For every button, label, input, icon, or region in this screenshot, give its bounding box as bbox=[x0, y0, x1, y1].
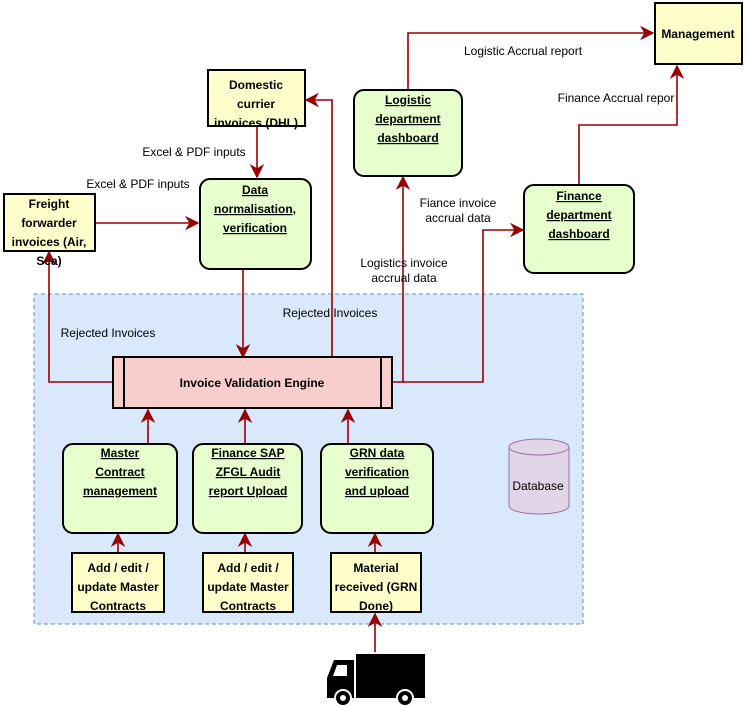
text-line: department bbox=[546, 208, 611, 222]
truck-icon bbox=[327, 654, 425, 707]
text-line: Done) bbox=[359, 599, 393, 613]
freight-forwarder-box bbox=[3, 193, 96, 252]
text-line: forwarder bbox=[21, 216, 77, 230]
text-line: accrual data bbox=[425, 211, 491, 225]
text-line: Domestic bbox=[229, 78, 283, 92]
finance-dashboard-box bbox=[523, 184, 635, 274]
freight-forwarder-label: Freight forwarder invoices (Air, Sea) bbox=[12, 197, 87, 268]
text-line: Add / edit / bbox=[217, 561, 279, 575]
text-line: Material bbox=[353, 561, 398, 575]
material-received-label: Material received (GRN Done) bbox=[335, 561, 418, 613]
text-line: Data bbox=[242, 183, 268, 197]
text-line: Rejected Invoices bbox=[61, 326, 156, 340]
text-line: report Upload bbox=[209, 484, 288, 498]
text-line: verification bbox=[223, 221, 287, 235]
edge-engine-rejected-to-freight bbox=[41, 250, 113, 383]
edge-engine-rejected-to-domestic bbox=[304, 92, 333, 357]
edge-finance-to-management bbox=[578, 64, 685, 185]
text-line: Fiance invoice bbox=[420, 196, 497, 210]
data-normalisation-label: Data normalisation, verification bbox=[214, 183, 296, 235]
text-line: Master bbox=[101, 446, 140, 460]
text-line: Logistics invoice bbox=[360, 256, 448, 270]
database-cylinder bbox=[508, 438, 570, 515]
text-line: Logistic Accrual report bbox=[464, 44, 583, 58]
excel-pdf-label-1: Excel & PDF inputs bbox=[142, 145, 245, 159]
text-line: Finance bbox=[556, 189, 602, 203]
management-box bbox=[654, 2, 743, 65]
connectors bbox=[41, 25, 685, 652]
domestic-courier-box bbox=[207, 69, 306, 127]
text-line: Sea) bbox=[36, 254, 61, 268]
text-line: Database bbox=[512, 479, 564, 493]
text-line: Excel & PDF inputs bbox=[142, 145, 245, 159]
text-line: verification bbox=[345, 465, 409, 479]
text-line: currier bbox=[237, 97, 275, 111]
management-label: Management bbox=[661, 27, 734, 41]
text-line: invoices (DHL) bbox=[214, 116, 298, 130]
finance-dashboard-label: Finance department dashboard bbox=[546, 189, 611, 241]
text-line: Add / edit / bbox=[87, 561, 149, 575]
text-line: dashboard bbox=[377, 131, 438, 145]
text-line: Excel & PDF inputs bbox=[86, 177, 189, 191]
finance-sap-box bbox=[192, 443, 303, 534]
text-line: Contracts bbox=[220, 599, 276, 613]
text-line: Freight bbox=[29, 197, 70, 211]
text-line: invoices (Air, bbox=[12, 235, 87, 249]
text-line: Logistic bbox=[385, 93, 431, 107]
material-received-box bbox=[330, 552, 422, 613]
text-line: received (GRN bbox=[335, 580, 418, 594]
finance-sap-label: Finance SAP ZFGL Audit report Upload bbox=[209, 446, 288, 498]
logistic-dashboard-label: Logistic department dashboard bbox=[375, 93, 440, 145]
finance-accrual-label: Finance Accrual repor bbox=[558, 91, 675, 105]
master-contract-box bbox=[62, 443, 178, 534]
data-normalisation-box bbox=[199, 178, 312, 270]
grn-verification-label: GRN data verification and upload bbox=[345, 446, 409, 498]
text-line: Finance Accrual repor bbox=[558, 91, 675, 105]
add-master-box-1 bbox=[71, 552, 165, 613]
logistic-accrual-label: Logistic Accrual report bbox=[464, 44, 583, 58]
text-line: Invoice Validation Engine bbox=[180, 376, 325, 390]
rejected-invoices-label-1: Rejected Invoices bbox=[283, 306, 378, 320]
edge-logistic-to-management bbox=[407, 25, 655, 90]
text-line: department bbox=[375, 112, 440, 126]
excel-pdf-label-2: Excel & PDF inputs bbox=[86, 177, 189, 191]
rejected-invoices-label-2: Rejected Invoices bbox=[61, 326, 156, 340]
validation-engine-label: Invoice Validation Engine bbox=[180, 376, 325, 390]
grn-verification-box bbox=[320, 443, 434, 534]
text-line: update Master bbox=[207, 580, 289, 594]
domestic-courier-label: Domestic currier invoices (DHL) bbox=[214, 78, 298, 130]
text-line: Contract bbox=[95, 465, 144, 479]
text-line: Contracts bbox=[90, 599, 146, 613]
logistic-dashboard-box bbox=[353, 89, 463, 177]
text-line: ZFGL Audit bbox=[216, 465, 281, 479]
text-line: and upload bbox=[345, 484, 409, 498]
validation-engine-box bbox=[112, 356, 393, 409]
edge-engine-to-finance bbox=[392, 222, 525, 383]
text-line: Management bbox=[661, 27, 734, 41]
text-line: update Master bbox=[77, 580, 159, 594]
text-line: dashboard bbox=[548, 227, 609, 241]
add-master-box-2 bbox=[202, 552, 294, 613]
text-line: management bbox=[83, 484, 157, 498]
text-line: Finance SAP bbox=[211, 446, 284, 460]
text-line: Rejected Invoices bbox=[283, 306, 378, 320]
text-line: normalisation, bbox=[214, 202, 296, 216]
database-label: Database bbox=[512, 479, 564, 493]
text-line: accrual data bbox=[371, 271, 437, 285]
text-line: GRN data bbox=[350, 446, 405, 460]
